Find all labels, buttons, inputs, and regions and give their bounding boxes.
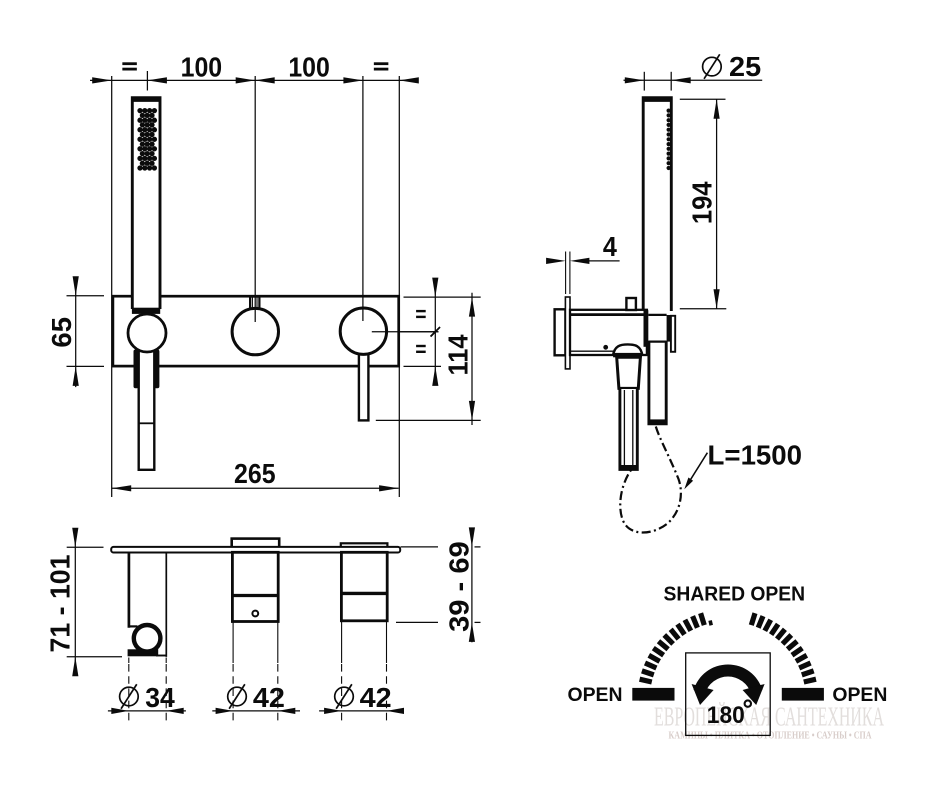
svg-text:42: 42 xyxy=(360,681,392,713)
svg-text:25: 25 xyxy=(729,50,761,82)
svg-text:180: 180 xyxy=(707,702,745,729)
svg-text:34: 34 xyxy=(145,681,175,713)
svg-text:65: 65 xyxy=(45,317,77,348)
svg-text:71 - 101: 71 - 101 xyxy=(43,555,75,653)
svg-text:265: 265 xyxy=(234,457,276,489)
svg-text:OPEN: OPEN xyxy=(832,684,887,706)
svg-text:100: 100 xyxy=(181,50,223,82)
svg-text:OPEN: OPEN xyxy=(568,684,623,706)
svg-text:SHARED OPEN: SHARED OPEN xyxy=(664,584,806,606)
svg-text:100: 100 xyxy=(288,50,330,82)
svg-text:L=1500: L=1500 xyxy=(708,439,803,471)
svg-text:194: 194 xyxy=(685,181,717,224)
svg-text:4: 4 xyxy=(603,230,617,262)
svg-text:42: 42 xyxy=(253,681,285,713)
svg-text:114: 114 xyxy=(441,334,473,375)
svg-text:ЕВРОПЕЙСКАЯ САНТЕХНИКА: ЕВРОПЕЙСКАЯ САНТЕХНИКА xyxy=(654,701,884,731)
svg-text:39 - 69: 39 - 69 xyxy=(442,541,474,632)
